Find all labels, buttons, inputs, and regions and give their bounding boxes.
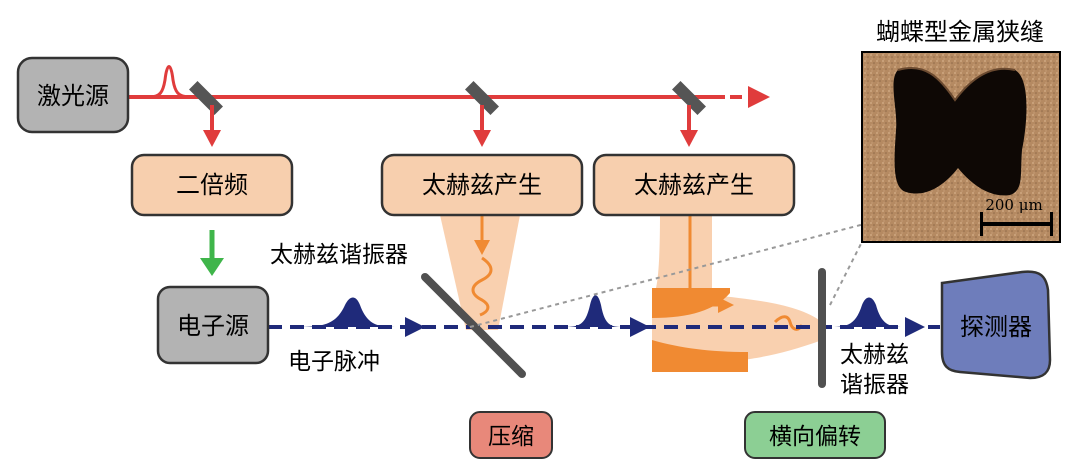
detector-block: 探测器	[940, 270, 1052, 380]
green-arrow	[200, 230, 224, 276]
deflection-badge: 横向偏转	[744, 411, 886, 459]
thz-resonator-right-label-line1: 太赫兹	[840, 342, 909, 368]
shg-label: 二倍频	[176, 171, 248, 199]
thz-beam-deflection	[652, 213, 822, 372]
laser-source-block: 激光源	[16, 56, 130, 134]
thz-beam-compression	[440, 213, 520, 330]
scale-bar-label: 200 μm	[985, 196, 1042, 214]
electron-pulse-label: 电子脉冲	[288, 349, 380, 375]
inset-pointer-line-1	[469, 221, 873, 328]
compression-label: 压缩	[488, 424, 534, 450]
electron-pulse-2	[560, 295, 625, 327]
thz-gen-label-2: 太赫兹产生	[634, 171, 754, 199]
laser-beam	[128, 65, 770, 108]
electron-pulse-1	[290, 297, 400, 327]
laser-source-label: 激光源	[37, 82, 109, 110]
beam-splitter-1	[189, 81, 223, 115]
shg-block: 二倍频	[130, 153, 294, 217]
thz-resonator-right-label-line2: 谐振器	[840, 372, 909, 398]
thz-gen-label-1: 太赫兹产生	[422, 171, 542, 199]
detector-label: 探测器	[960, 313, 1032, 341]
electron-source-block: 电子源	[156, 285, 270, 365]
beam-splitter-2	[465, 81, 499, 115]
scale-bar	[982, 222, 1052, 226]
electron-beam	[268, 295, 940, 337]
inset-image: 200 μm	[861, 51, 1061, 243]
beam-splitter-3	[672, 81, 706, 115]
compression-badge: 压缩	[469, 411, 553, 459]
electron-source-label: 电子源	[177, 312, 249, 340]
thz-gen-block-2: 太赫兹产生	[592, 153, 796, 217]
inset-title: 蝴蝶型金属狭缝	[876, 18, 1044, 46]
thz-resonator-left-label: 太赫兹谐振器	[270, 242, 408, 268]
laser-pulse	[149, 65, 191, 99]
laser-arrow-head	[748, 86, 770, 108]
deflector-electrode-bottom	[652, 340, 748, 372]
thz-gen-block-1: 太赫兹产生	[380, 153, 584, 217]
electron-pulse-3	[828, 297, 905, 327]
bowtie-slit	[893, 67, 1027, 196]
deflection-label: 横向偏转	[769, 424, 861, 450]
laser-branch-arrows	[203, 105, 698, 147]
beam-splitters	[189, 81, 706, 115]
